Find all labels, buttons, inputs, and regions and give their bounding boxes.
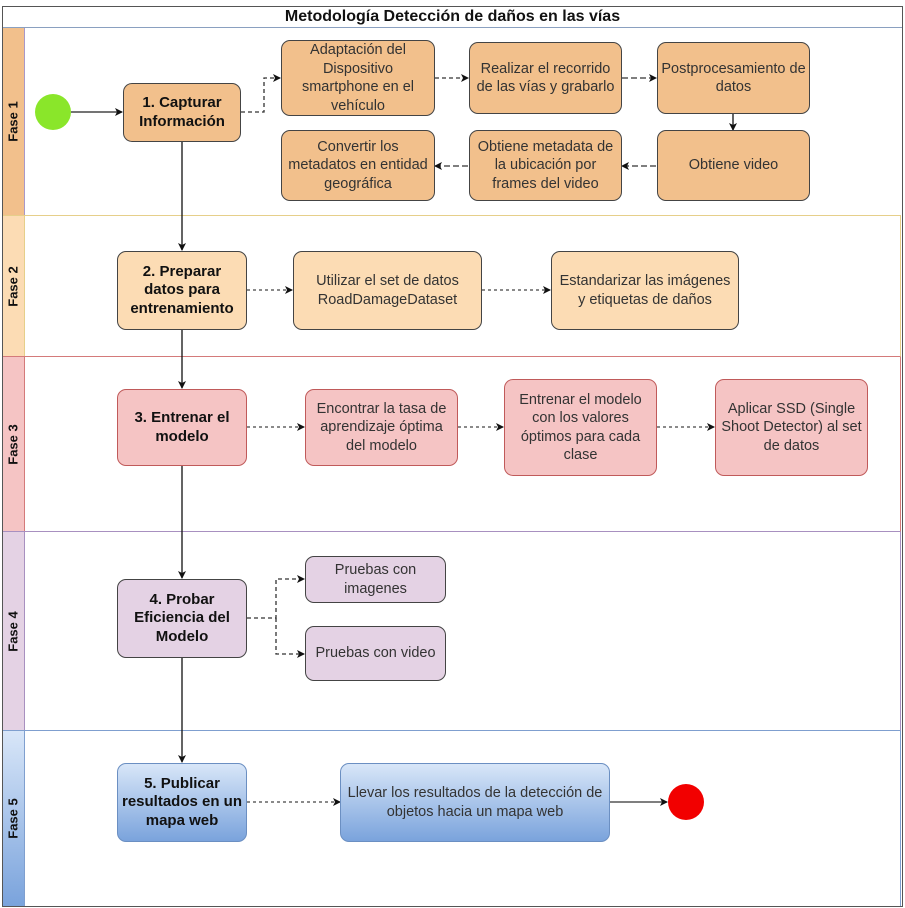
node-postprocesamiento[interactable]: Postprocesamiento de datos [657, 42, 810, 114]
node-obtiene-metadata[interactable]: Obtiene metadata de la ubicación por fra… [469, 130, 622, 201]
node-entrenar-valores-optimos[interactable]: Entrenar el modelo con los valores óptim… [504, 379, 657, 476]
node-pruebas-video[interactable]: Pruebas con video [305, 626, 446, 681]
node-entrenar-modelo[interactable]: 3. Entrenar el modelo [117, 389, 247, 466]
node-utilizar-dataset[interactable]: Utilizar el set de datos RoadDamageDatas… [293, 251, 482, 330]
lane-fase-1: Fase 1 [3, 28, 901, 216]
lane-fase-4: Fase 4 [3, 532, 901, 731]
node-llevar-resultados[interactable]: Llevar los resultados de la detección de… [340, 763, 610, 842]
lane-fase-3: Fase 3 [3, 357, 901, 532]
lane-label-fase-2: Fase 2 [3, 216, 25, 356]
node-aplicar-ssd[interactable]: Aplicar SSD (Single Shoot Detector) al s… [715, 379, 868, 476]
node-probar-eficiencia[interactable]: 4. Probar Eficiencia del Modelo [117, 579, 247, 658]
node-realizar-recorrido[interactable]: Realizar el recorrido de las vías y grab… [469, 42, 622, 114]
lane-label-fase-4: Fase 4 [3, 532, 25, 730]
lane-label-fase-1: Fase 1 [3, 28, 25, 215]
lane-label-fase-5: Fase 5 [3, 731, 25, 906]
node-adaptacion-dispositivo[interactable]: Adaptación del Dispositivo smartphone en… [281, 40, 435, 116]
pool-frame [2, 27, 903, 907]
diagram-title: Metodología Detección de daños en las ví… [2, 6, 903, 28]
node-publicar-resultados[interactable]: 5. Publicar resultados en un mapa web [117, 763, 247, 842]
node-convertir-metadatos[interactable]: Convertir los metadatos en entidad geogr… [281, 130, 435, 201]
node-obtiene-video[interactable]: Obtiene video [657, 130, 810, 201]
lane-fase-2: Fase 2 [3, 216, 901, 357]
node-pruebas-imagenes[interactable]: Pruebas con imagenes [305, 556, 446, 603]
node-preparar-datos[interactable]: 2. Preparar datos para entrenamiento [117, 251, 247, 330]
lane-fase-5: Fase 5 [3, 731, 901, 906]
lane-label-fase-3: Fase 3 [3, 357, 25, 531]
node-estandarizar-imagenes[interactable]: Estandarizar las imágenes y etiquetas de… [551, 251, 739, 330]
node-capturar-informacion[interactable]: 1. Capturar Información [123, 83, 241, 142]
node-encontrar-tasa[interactable]: Encontrar la tasa de aprendizaje óptima … [305, 389, 458, 466]
